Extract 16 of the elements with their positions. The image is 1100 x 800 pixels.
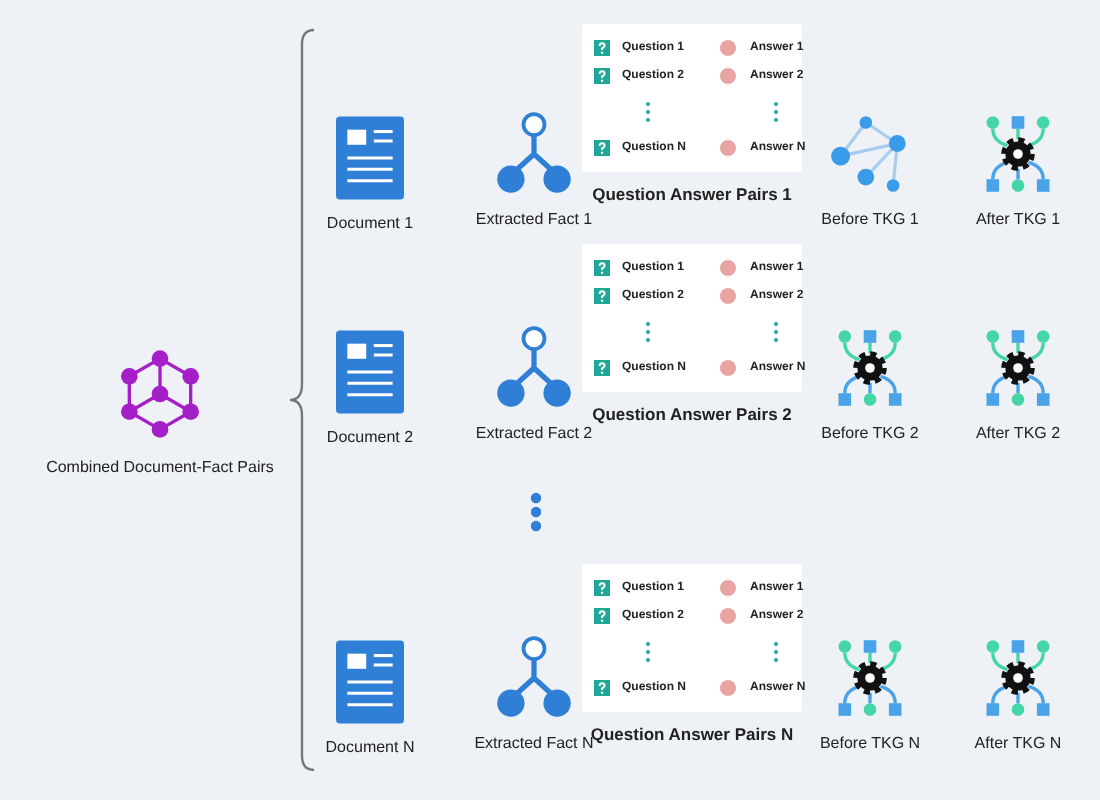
icon-caption: After TKG N — [974, 732, 1062, 754]
card-caption: Question Answer Pairs 1 — [592, 184, 792, 206]
icon-caption: Extracted Fact 2 — [475, 424, 593, 444]
icon-caption: Document 1 — [326, 212, 414, 234]
icon-caption: After TKG 1 — [975, 208, 1061, 230]
icon-caption: Extracted Fact N — [474, 734, 594, 754]
icon-caption: Before TKG N — [819, 732, 921, 754]
icon-caption: After TKG 2 — [975, 422, 1061, 444]
icon-caption: Document 2 — [326, 426, 414, 448]
icon-caption: Extracted Fact 1 — [475, 208, 593, 230]
card-caption: Question Answer Pairs 2 — [592, 404, 792, 426]
card-caption: Question Answer Pairs N — [590, 724, 794, 744]
icon-caption: Document N — [325, 736, 415, 758]
icon-caption: Before TKG 1 — [821, 208, 919, 230]
icon-caption: Before TKG 2 — [821, 422, 919, 444]
icon-caption: Combined Document-Fact Pairs — [46, 456, 274, 478]
